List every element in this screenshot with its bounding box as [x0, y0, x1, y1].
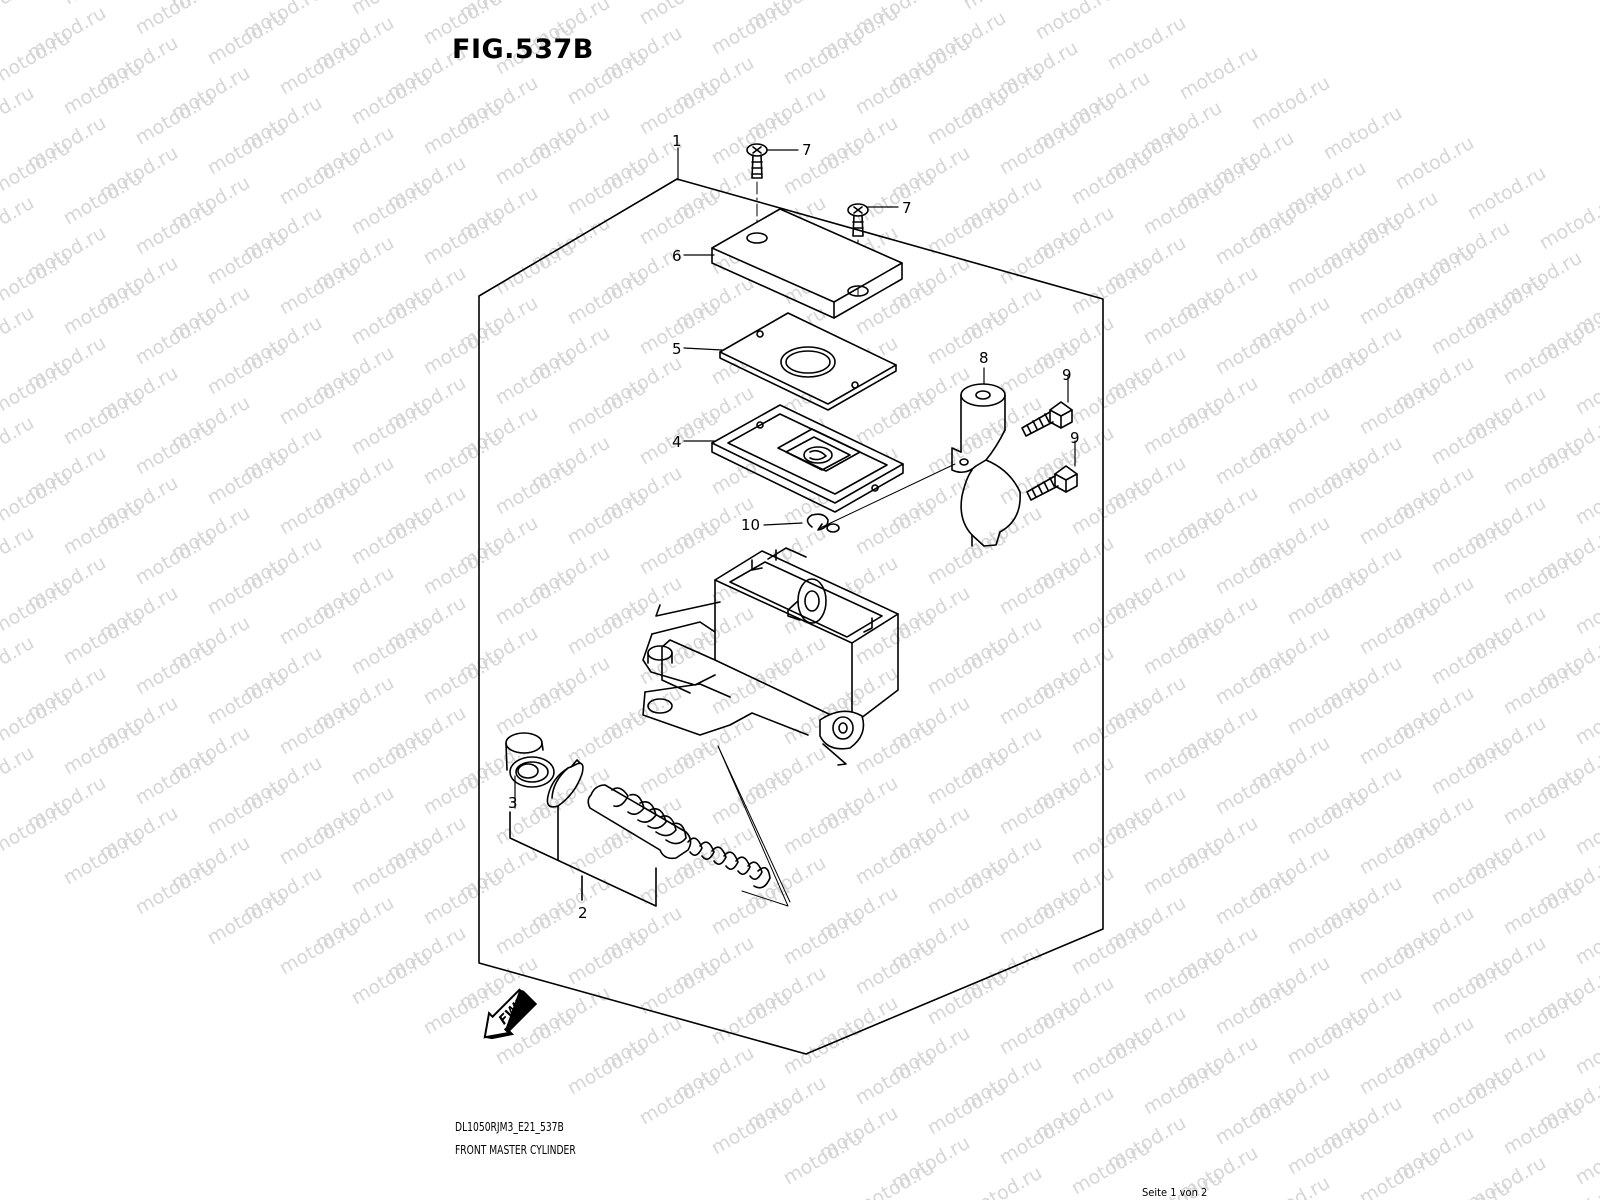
screw-part-7b	[847, 203, 869, 237]
diaphragm-plate-part-5	[719, 312, 897, 411]
callout-2: 2	[578, 904, 588, 922]
part-name: FRONT MASTER CYLINDER	[455, 1143, 576, 1157]
figure-title: FIG.537B	[452, 34, 594, 65]
dust-boot-part-3	[505, 732, 555, 788]
clip-part-10	[806, 513, 840, 533]
callout-5: 5	[672, 340, 682, 358]
callout-3: 3	[508, 794, 518, 812]
callout-9a: 9	[1062, 366, 1072, 384]
callout-6: 6	[672, 247, 682, 265]
callout-7b: 7	[902, 199, 912, 217]
piston-part	[587, 784, 692, 860]
assembly-boundary	[478, 178, 1104, 1055]
clamp-holder-part-8	[951, 383, 1021, 547]
spring-part	[687, 837, 771, 889]
reservoir-cover-part-6	[711, 208, 903, 319]
bolt-part-9a	[1021, 401, 1073, 437]
callout-1: 1	[672, 132, 682, 150]
master-cylinder-body	[642, 547, 899, 766]
page-indicator: Seite 1 von 2	[1142, 1186, 1208, 1199]
bolt-part-9b	[1026, 465, 1078, 501]
screw-part-7a	[746, 143, 768, 179]
callout-9b: 9	[1070, 429, 1080, 447]
diaphragm-part-4	[711, 404, 904, 513]
callout-8: 8	[979, 349, 989, 367]
callout-10: 10	[741, 516, 760, 534]
callout-7a: 7	[802, 141, 812, 159]
fwd-arrow-icon: FWD	[483, 988, 538, 1040]
model-code: DL1050RJM3_E21_537B	[455, 1120, 564, 1134]
callout-4: 4	[672, 433, 682, 451]
